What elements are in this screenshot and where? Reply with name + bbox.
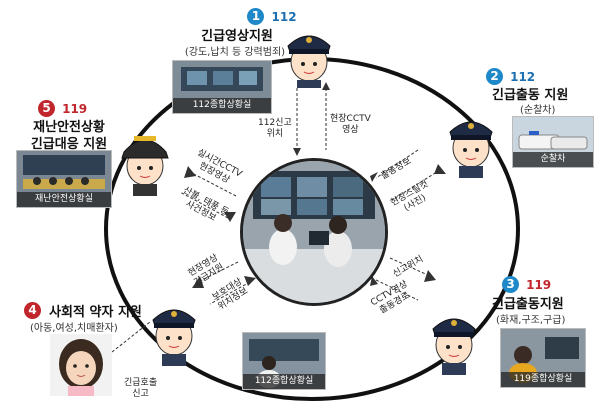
firefighter-left bbox=[121, 136, 169, 196]
node-3-photo: 119종합상황실 bbox=[500, 328, 586, 388]
node-2-header: 2 112 bbox=[486, 66, 535, 85]
node-3-number: 3 bbox=[502, 276, 519, 293]
arrowhead bbox=[322, 82, 330, 90]
node-1-subtitle: (강도,납치 등 강력범죄) bbox=[184, 47, 286, 58]
node-5-title-line1: 재난안전상황 bbox=[33, 120, 105, 135]
node-5-header: 5 119 bbox=[38, 98, 87, 117]
flow-arrow-5b bbox=[179, 191, 229, 219]
arrowhead bbox=[434, 164, 446, 174]
flow-arrow-5a bbox=[189, 171, 237, 197]
arrowhead bbox=[192, 276, 204, 288]
child-photo bbox=[50, 334, 112, 396]
node-1-header: 1 112 bbox=[202, 6, 342, 25]
arrowhead bbox=[424, 270, 436, 282]
node-2-number: 2 bbox=[486, 68, 503, 85]
node-3-header: 3 119 bbox=[502, 274, 551, 293]
arrowhead bbox=[244, 276, 256, 286]
flow-arrow-3a bbox=[389, 257, 431, 277]
node-3-code: 119 bbox=[526, 277, 552, 292]
node-2-subtitle: (순찰차) bbox=[520, 105, 556, 116]
node-5-photo: 재난안전상황실 bbox=[16, 150, 112, 208]
node-4-header: 4 사회적 약자 지원 bbox=[24, 300, 142, 320]
node-1-title: 긴급영상지원 bbox=[201, 29, 273, 44]
node-4-photo: 112종합상황실 bbox=[242, 332, 326, 390]
node-2-code: 112 bbox=[510, 69, 536, 84]
node-1-number: 1 bbox=[247, 8, 265, 25]
node-4-photo-caption: 112종합상황실 bbox=[243, 374, 325, 389]
flow-arrow-3b bbox=[375, 279, 419, 301]
emergency-call-line bbox=[111, 321, 151, 353]
police-officer-bottom-left bbox=[152, 309, 196, 366]
node-5-number: 5 bbox=[38, 100, 55, 117]
police-officer-right-bottom bbox=[432, 318, 476, 375]
arrowhead bbox=[370, 276, 378, 286]
node-5-photo-caption: 재난안전상황실 bbox=[17, 192, 111, 207]
node-1-photo-caption: 112종합상황실 bbox=[173, 98, 271, 113]
flow-arrow-2b bbox=[391, 169, 441, 201]
node-2-photo: 순찰차 bbox=[512, 116, 594, 168]
arrowhead bbox=[370, 172, 378, 182]
control-room-photo bbox=[240, 158, 388, 306]
node-5-code: 119 bbox=[62, 101, 88, 116]
police-officer-top bbox=[287, 35, 331, 88]
node-5-title-line2: 긴급대응 지원 bbox=[30, 137, 108, 152]
node-2-title: 긴급출동 지원 bbox=[492, 88, 569, 103]
flow-arrow-2a bbox=[375, 149, 419, 179]
node-3-photo-caption: 119종합상황실 bbox=[501, 372, 585, 387]
node-1-photo: 112종합상황실 bbox=[172, 60, 272, 114]
arrowhead bbox=[224, 212, 236, 222]
node-4-title: 사회적 약자 지원 bbox=[49, 305, 142, 320]
police-officer-right-top bbox=[449, 121, 493, 178]
node-3-title: 긴급출동지원 bbox=[492, 297, 564, 312]
node-2-photo-caption: 순찰차 bbox=[513, 152, 593, 167]
node-4-subtitle: (아동,여성,치매환자) bbox=[30, 323, 118, 334]
flow-arrow-4b bbox=[209, 281, 251, 305]
node-4-number: 4 bbox=[24, 302, 41, 319]
flow-arrow-4a bbox=[197, 261, 239, 283]
arrowhead bbox=[293, 148, 301, 156]
node-1-code: 112 bbox=[271, 9, 297, 24]
arrowhead bbox=[184, 166, 196, 178]
node-3-subtitle: (화재,구조,구급) bbox=[496, 315, 566, 326]
